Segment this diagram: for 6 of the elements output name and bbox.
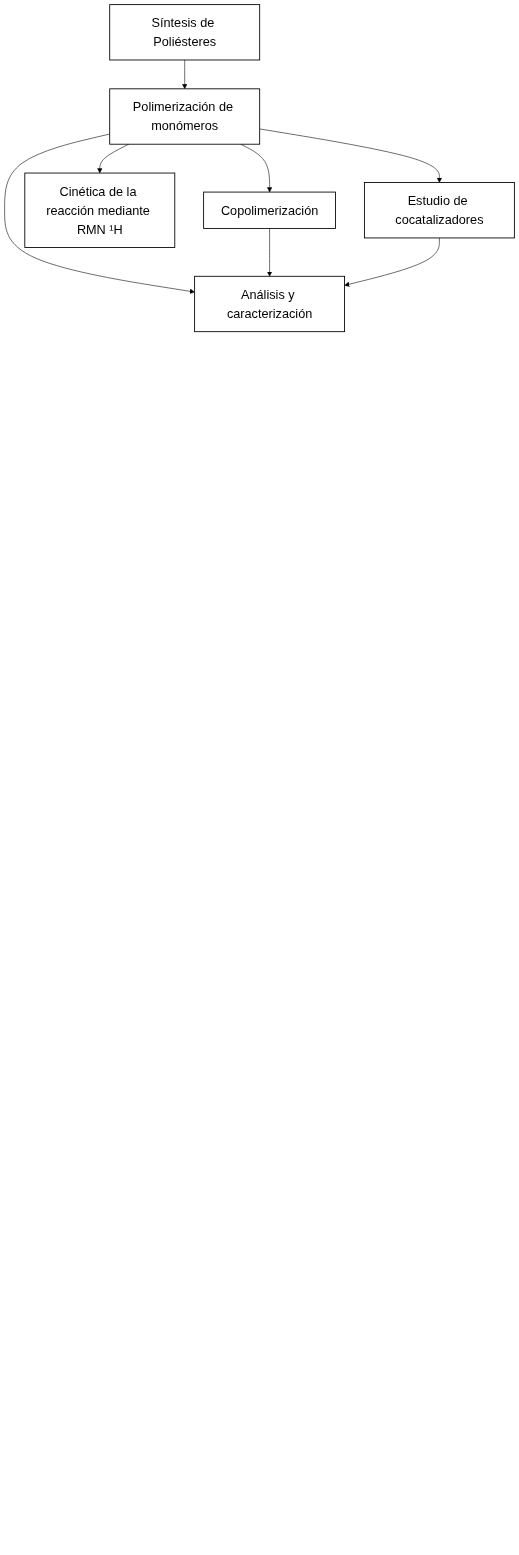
node-box: Copolimerización — [203, 191, 336, 229]
node-box: Cinética de la reacción mediante RMN ¹H — [24, 172, 176, 248]
node-box: Polimerización de monómeros — [109, 88, 261, 145]
node-box: Análisis y caracterización — [194, 275, 345, 333]
node-box: Estudio de cocatalizadores — [363, 182, 515, 239]
node-box: Síntesis de Poliésteres — [109, 4, 261, 61]
